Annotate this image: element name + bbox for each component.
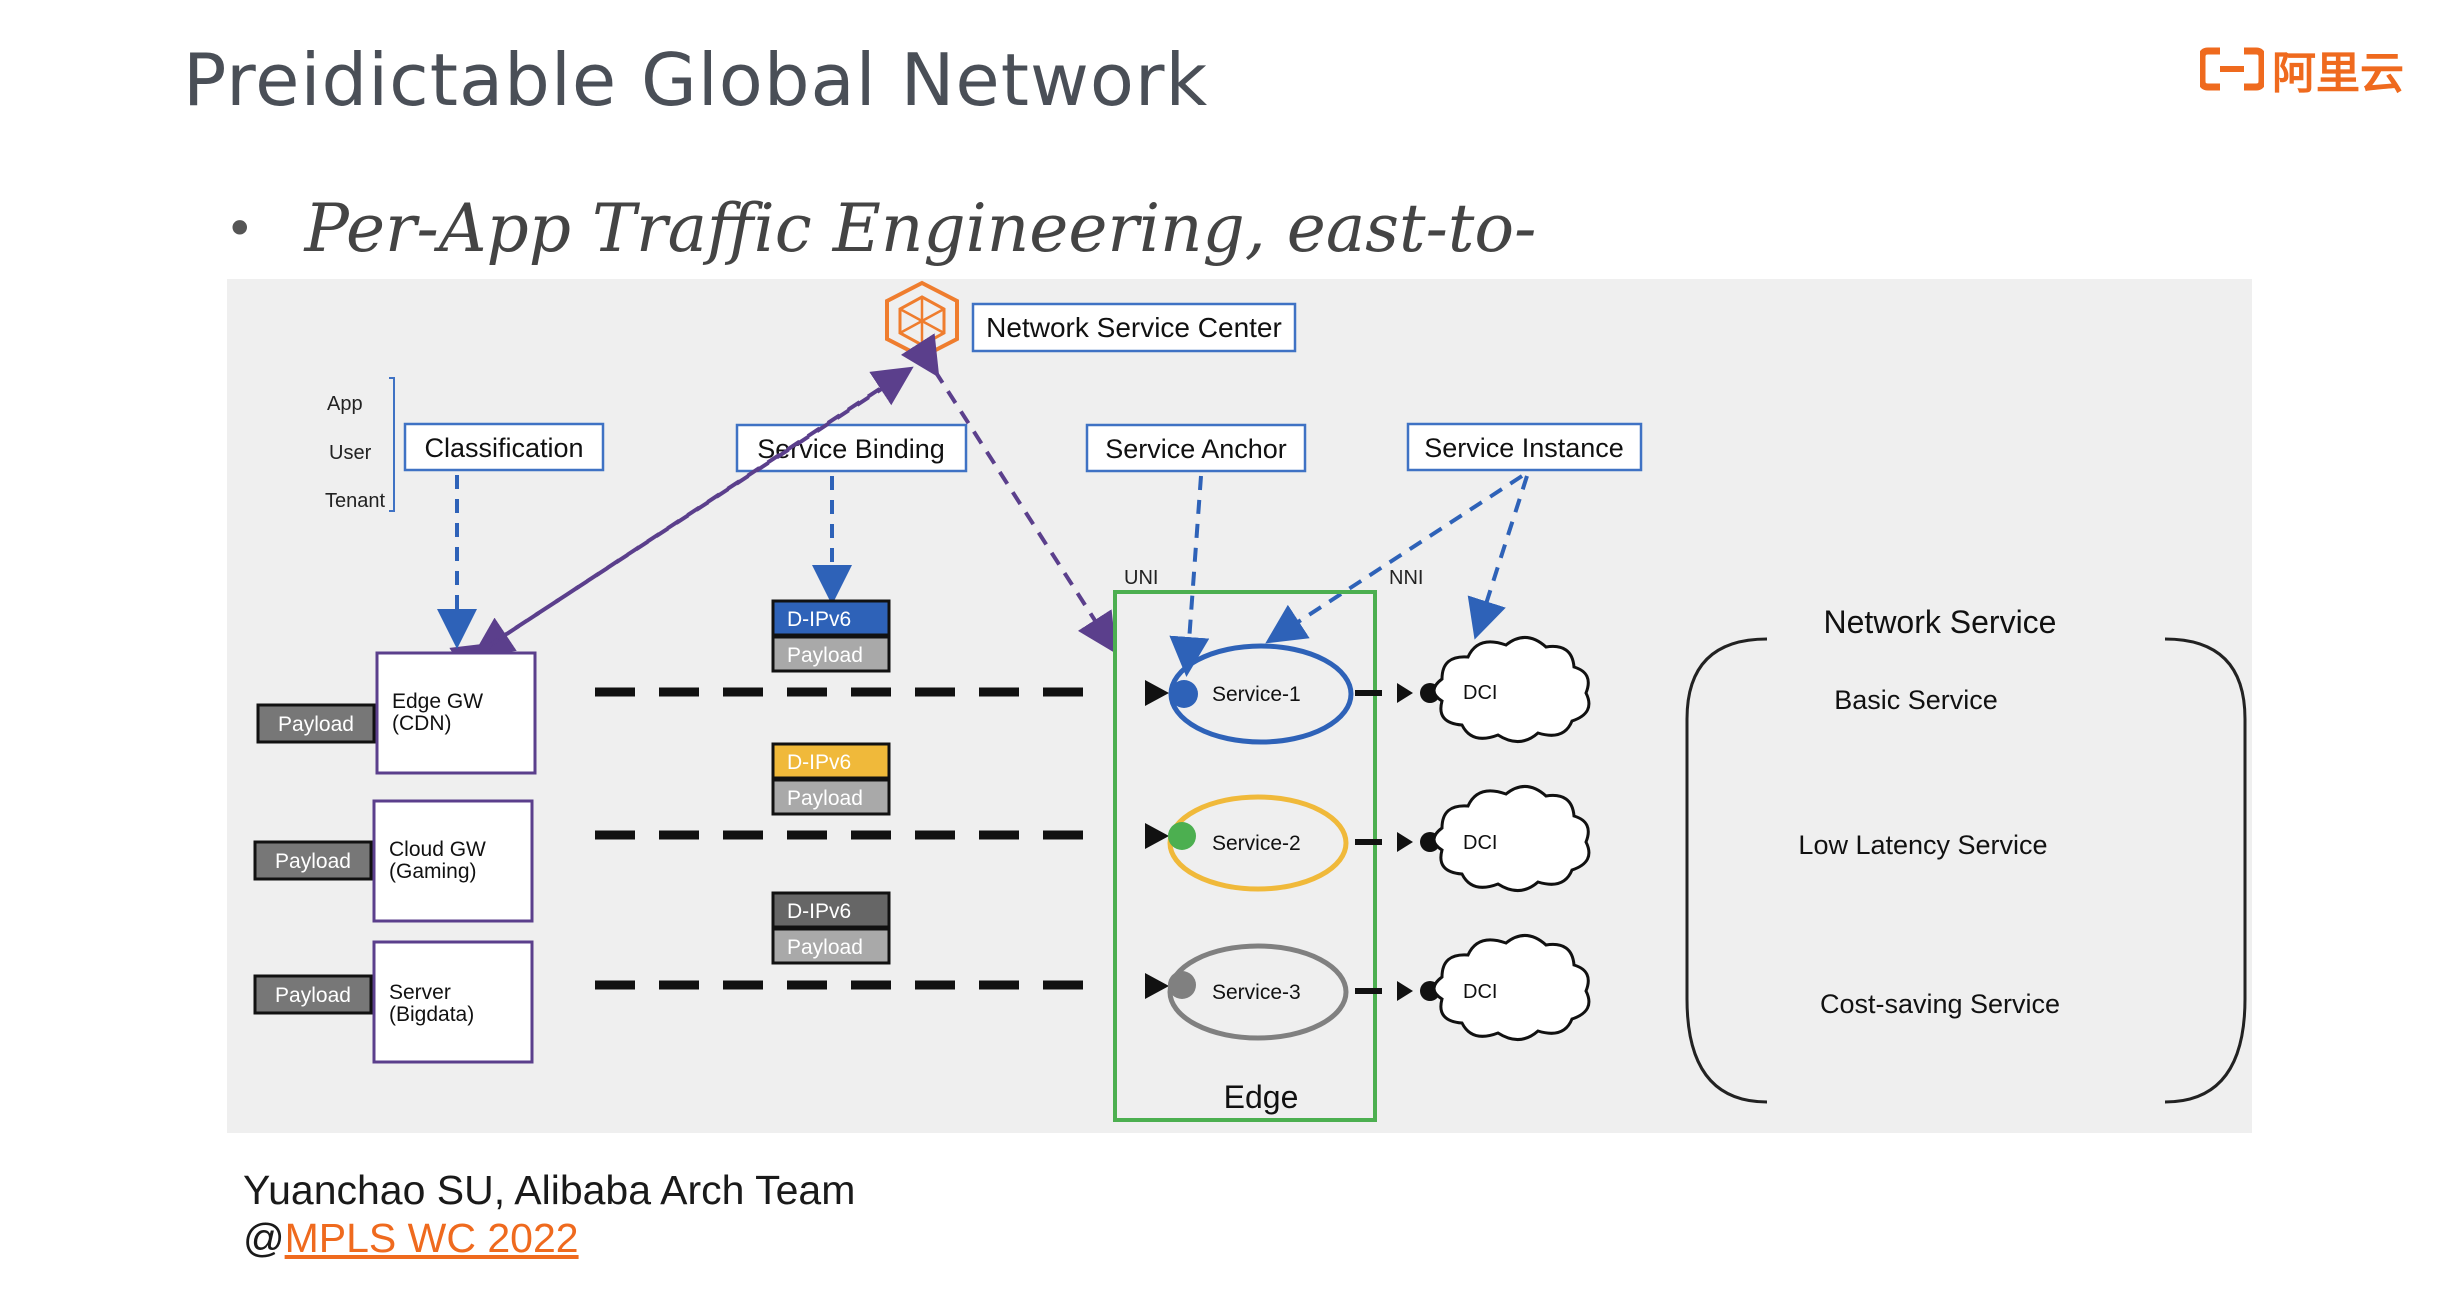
packet-header bbox=[771, 891, 891, 929]
source-line1: Server bbox=[389, 981, 451, 1004]
packet-payload bbox=[771, 635, 891, 673]
hexagon-network-icon bbox=[885, 280, 959, 360]
source-box bbox=[372, 799, 534, 923]
diagram-canvas: Network Service Center App User Tenant C… bbox=[253, 280, 2247, 1122]
scope-bracket bbox=[389, 377, 395, 512]
network-service-center-label: Network Service Center bbox=[986, 312, 1282, 343]
flow-arrowhead bbox=[1145, 973, 1169, 999]
at-sign: @ bbox=[243, 1215, 285, 1261]
row-2: Payload Cloud GW (Gaming) D-IPv6 Payload… bbox=[253, 742, 1591, 923]
service-instance-box bbox=[1406, 422, 1643, 472]
center-edge-gw-link bbox=[449, 366, 914, 682]
uni-label: UNI bbox=[1124, 567, 1158, 589]
source-line2: (Gaming) bbox=[389, 860, 477, 883]
center-to-edge-gw-arrowhead bbox=[472, 617, 517, 657]
cost-saving-service-label: Cost-saving Service bbox=[1820, 989, 2060, 1019]
source-line1: Cloud GW bbox=[389, 838, 486, 861]
payload-label: Payload bbox=[275, 850, 351, 873]
service-dot bbox=[1168, 822, 1196, 850]
instance-to-dci-arrow bbox=[1467, 475, 1529, 640]
edge-box bbox=[1113, 590, 1377, 1122]
basic-service-label: Basic Service bbox=[1834, 685, 1998, 715]
packet-payload bbox=[771, 927, 891, 965]
alibaba-cloud-logo: 阿里云 bbox=[2200, 44, 2404, 99]
row-3: Payload Server (Bigdata) D-IPv6 Payload … bbox=[253, 891, 1591, 1064]
bullet-point: • Per-App Traffic Engineering, east-to- bbox=[225, 190, 1536, 267]
packet-header bbox=[771, 599, 891, 637]
bullet-dot: • bbox=[225, 199, 255, 258]
service-dot bbox=[1168, 971, 1196, 999]
service-label: Service-2 bbox=[1212, 832, 1301, 855]
packet-header bbox=[771, 742, 891, 780]
dci-cloud-icon bbox=[1432, 636, 1591, 743]
dci-cloud-icon bbox=[1432, 785, 1591, 892]
network-service-label: Network Service bbox=[1824, 604, 2057, 640]
network-service-right-bracket bbox=[2164, 637, 2247, 1104]
dci-label: DCI bbox=[1463, 682, 1497, 704]
network-service-left-bracket bbox=[1685, 637, 1768, 1104]
classification-label: Classification bbox=[424, 433, 583, 463]
credit: Yuanchao SU, Alibaba Arch Team @MPLS WC … bbox=[243, 1166, 855, 1262]
service-anchor-label: Service Anchor bbox=[1105, 434, 1287, 464]
packet-payload-label: Payload bbox=[787, 787, 863, 810]
diagram: Network Service Center App User Tenant C… bbox=[227, 279, 2252, 1133]
payload-tag bbox=[253, 840, 373, 881]
packet-payload-label: Payload bbox=[787, 936, 863, 959]
conference-line: @MPLS WC 2022 bbox=[243, 1214, 855, 1262]
service-label: Service-3 bbox=[1212, 981, 1301, 1004]
nni-label: NNI bbox=[1389, 567, 1423, 589]
author-line: Yuanchao SU, Alibaba Arch Team bbox=[243, 1167, 856, 1213]
nni-arrowhead bbox=[1397, 683, 1413, 703]
payload-tag bbox=[253, 974, 373, 1015]
source-line2: (CDN) bbox=[392, 712, 451, 735]
service-dot bbox=[1170, 680, 1198, 708]
slide-title: Preidictable Global Network bbox=[183, 38, 1209, 122]
packet-header-label: D-IPv6 bbox=[787, 751, 851, 774]
dci-label: DCI bbox=[1463, 832, 1497, 854]
conference-link[interactable]: MPLS WC 2022 bbox=[284, 1215, 579, 1261]
packet-header-label: D-IPv6 bbox=[787, 608, 851, 631]
payload-label: Payload bbox=[278, 713, 354, 736]
tenant-label: Tenant bbox=[325, 490, 385, 512]
source-line2: (Bigdata) bbox=[389, 1003, 474, 1026]
edge-label: Edge bbox=[1224, 1079, 1299, 1115]
instance-to-service-arrow bbox=[1265, 474, 1524, 644]
payload-label: Payload bbox=[275, 984, 351, 1007]
user-label: User bbox=[329, 442, 372, 464]
nni-arrowhead bbox=[1397, 832, 1413, 852]
flow-arrowhead bbox=[1145, 823, 1169, 849]
bullet-text: Per-App Traffic Engineering, east-to- bbox=[304, 190, 1537, 267]
packet-header-label: D-IPv6 bbox=[787, 900, 851, 923]
payload-tag bbox=[256, 703, 376, 744]
alibaba-cloud-logo-icon bbox=[2200, 47, 2264, 91]
row-1: Payload Edge GW (CDN) D-IPv6 Payload Ser… bbox=[256, 599, 1591, 775]
low-latency-service-label: Low Latency Service bbox=[1798, 830, 2047, 860]
flow-arrowhead bbox=[1145, 680, 1169, 706]
source-box bbox=[375, 651, 537, 775]
service-instance-label: Service Instance bbox=[1424, 433, 1624, 463]
service-anchor-box bbox=[1085, 423, 1307, 473]
nni-arrowhead bbox=[1397, 981, 1413, 1001]
dci-label: DCI bbox=[1463, 981, 1497, 1003]
packet-payload-label: Payload bbox=[787, 644, 863, 667]
source-line1: Edge GW bbox=[392, 690, 483, 713]
source-box bbox=[372, 940, 534, 1064]
service-binding-label: Service Binding bbox=[757, 434, 945, 464]
center-edge-link bbox=[900, 333, 1117, 654]
packet-payload bbox=[771, 778, 891, 816]
service-label: Service-1 bbox=[1212, 683, 1301, 706]
logo-text: 阿里云 bbox=[2272, 48, 2404, 99]
dci-cloud-icon bbox=[1432, 934, 1591, 1041]
app-label: App bbox=[327, 393, 363, 415]
anchor-arrow bbox=[1169, 475, 1210, 677]
